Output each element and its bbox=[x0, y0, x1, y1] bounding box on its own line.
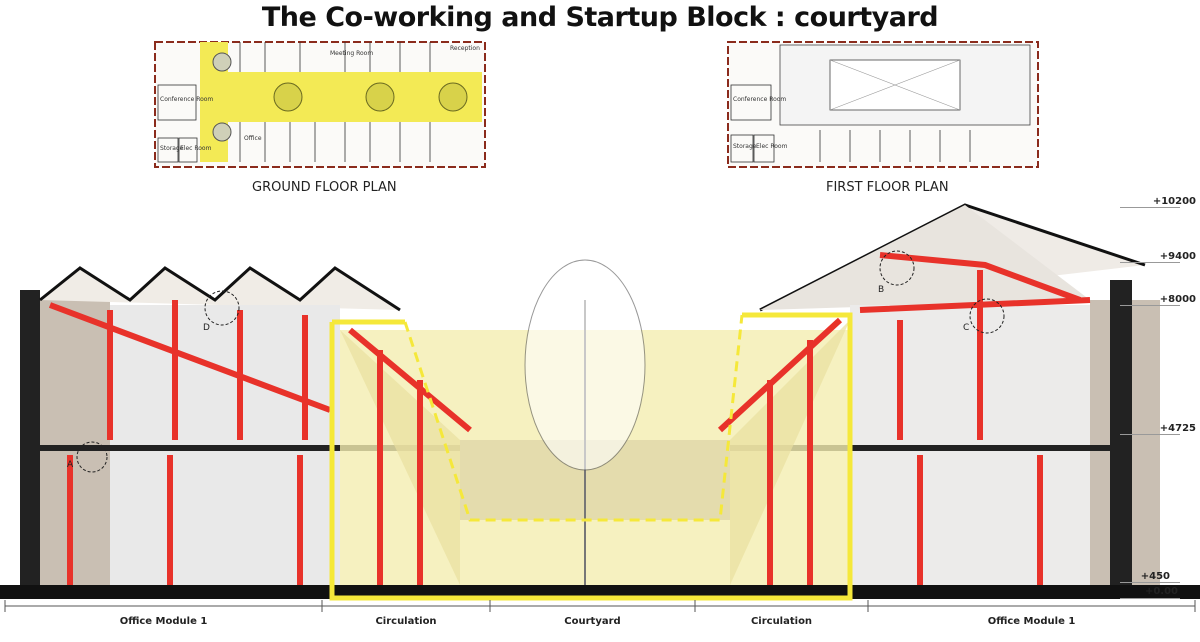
room-label: Storage bbox=[160, 145, 184, 152]
level-450: +450 bbox=[1140, 571, 1170, 582]
level-4725: +4725 bbox=[1159, 423, 1196, 434]
diagram-title: The Co-working and Startup Block : court… bbox=[261, 2, 939, 33]
callout-label: D bbox=[203, 323, 210, 333]
first-floor-plan-label: FIRST FLOOR PLAN bbox=[826, 180, 949, 195]
level-line bbox=[1120, 434, 1180, 435]
room-label: Storage bbox=[733, 143, 757, 150]
room-label: Elec Room bbox=[180, 145, 212, 152]
building-section: A B C D bbox=[0, 203, 1200, 612]
room-label: Office bbox=[244, 135, 262, 142]
room-label: Elec Room bbox=[756, 143, 788, 150]
room-label: Conference Room bbox=[733, 96, 786, 103]
ground-floor-plan: Conference Room Storage Elec Room Office… bbox=[154, 41, 486, 168]
level-line bbox=[1120, 305, 1180, 306]
courtyard-tree bbox=[524, 259, 646, 585]
room-label: Conference Room bbox=[160, 96, 213, 103]
callout-label: B bbox=[878, 285, 884, 295]
level-0: +0.00 bbox=[1144, 586, 1178, 597]
ground-floor-plan-label: GROUND FLOOR PLAN bbox=[252, 180, 397, 195]
callout-label: C bbox=[963, 323, 969, 333]
zone-office-module-left: Office Module 1 bbox=[119, 616, 208, 627]
zone-courtyard: Courtyard bbox=[564, 616, 621, 627]
level-line bbox=[1120, 582, 1180, 583]
level-9400: +9400 bbox=[1159, 251, 1196, 262]
level-line bbox=[1120, 262, 1180, 263]
zone-office-module-right: Office Module 1 bbox=[987, 616, 1076, 627]
room-label: Meeting Room bbox=[330, 50, 373, 57]
level-line bbox=[1120, 207, 1180, 208]
level-line bbox=[1120, 598, 1180, 599]
room-label: Reception bbox=[450, 45, 480, 52]
first-floor-plan: Conference Room Storage Elec Room bbox=[727, 41, 1039, 168]
zone-circulation-left: Circulation bbox=[375, 616, 437, 627]
level-10200: +10200 bbox=[1152, 196, 1196, 207]
level-8000: +8000 bbox=[1159, 294, 1196, 305]
zone-circulation-right: Circulation bbox=[750, 616, 813, 627]
callout-label: A bbox=[67, 460, 74, 470]
